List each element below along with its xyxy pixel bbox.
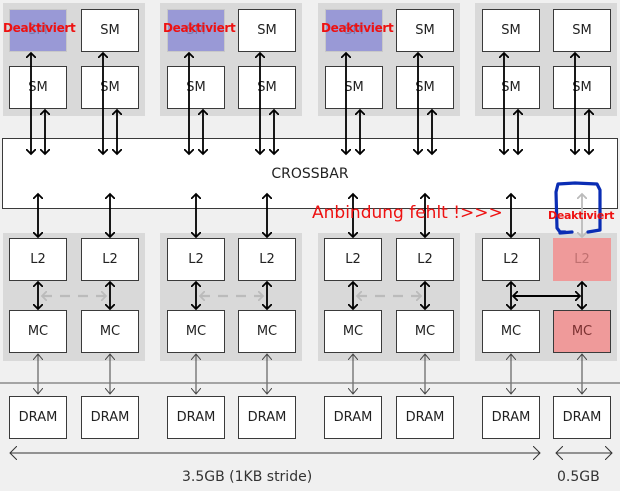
l2-box: L2 <box>81 238 139 281</box>
crossbar-label: CROSSBAR <box>271 165 349 182</box>
sm-box: SM <box>482 9 540 52</box>
mc-box: MC <box>9 310 67 353</box>
dram-box: DRAM <box>553 396 611 439</box>
l2-box-disabled: L2 <box>553 238 611 281</box>
sm-box: SM <box>482 66 540 109</box>
sm-box-disabled: SM <box>167 9 225 52</box>
disabled-label: Deaktiviert <box>163 21 236 35</box>
dram-box: DRAM <box>324 396 382 439</box>
mc-box: MC <box>324 310 382 353</box>
disabled-label: Deaktiviert <box>321 21 394 35</box>
dram-box: DRAM <box>238 396 296 439</box>
l2-box: L2 <box>238 238 296 281</box>
mc-box: MC <box>396 310 454 353</box>
mc-box-disabled: MC <box>553 310 611 353</box>
mc-box: MC <box>167 310 225 353</box>
annotation-bracket <box>554 181 602 234</box>
disabled-label-partition: Deaktiviert <box>548 209 615 222</box>
dram-box: DRAM <box>9 396 67 439</box>
sm-box: SM <box>396 66 454 109</box>
l2-box: L2 <box>9 238 67 281</box>
l2-box: L2 <box>324 238 382 281</box>
disabled-label: Deaktiviert <box>3 21 76 35</box>
segment-label-0-5gb: 0.5GB <box>557 469 600 485</box>
l2-box: L2 <box>167 238 225 281</box>
dram-box: DRAM <box>396 396 454 439</box>
sm-box: SM <box>325 66 383 109</box>
sm-box-disabled: SM <box>325 9 383 52</box>
segment-label-3-5gb: 3.5GB (1KB stride) <box>182 469 313 485</box>
mc-box: MC <box>81 310 139 353</box>
sm-box: SM <box>396 9 454 52</box>
sm-box: SM <box>553 9 611 52</box>
dram-box: DRAM <box>81 396 139 439</box>
sm-box: SM <box>81 9 139 52</box>
missing-link-warning: Anbindung fehlt !>>> <box>312 203 503 223</box>
dram-box: DRAM <box>167 396 225 439</box>
l2-box: L2 <box>482 238 540 281</box>
mc-box: MC <box>238 310 296 353</box>
sm-box: SM <box>238 9 296 52</box>
dram-box: DRAM <box>482 396 540 439</box>
l2-box: L2 <box>396 238 454 281</box>
mc-box: MC <box>482 310 540 353</box>
sm-box-disabled: SM <box>9 9 67 52</box>
